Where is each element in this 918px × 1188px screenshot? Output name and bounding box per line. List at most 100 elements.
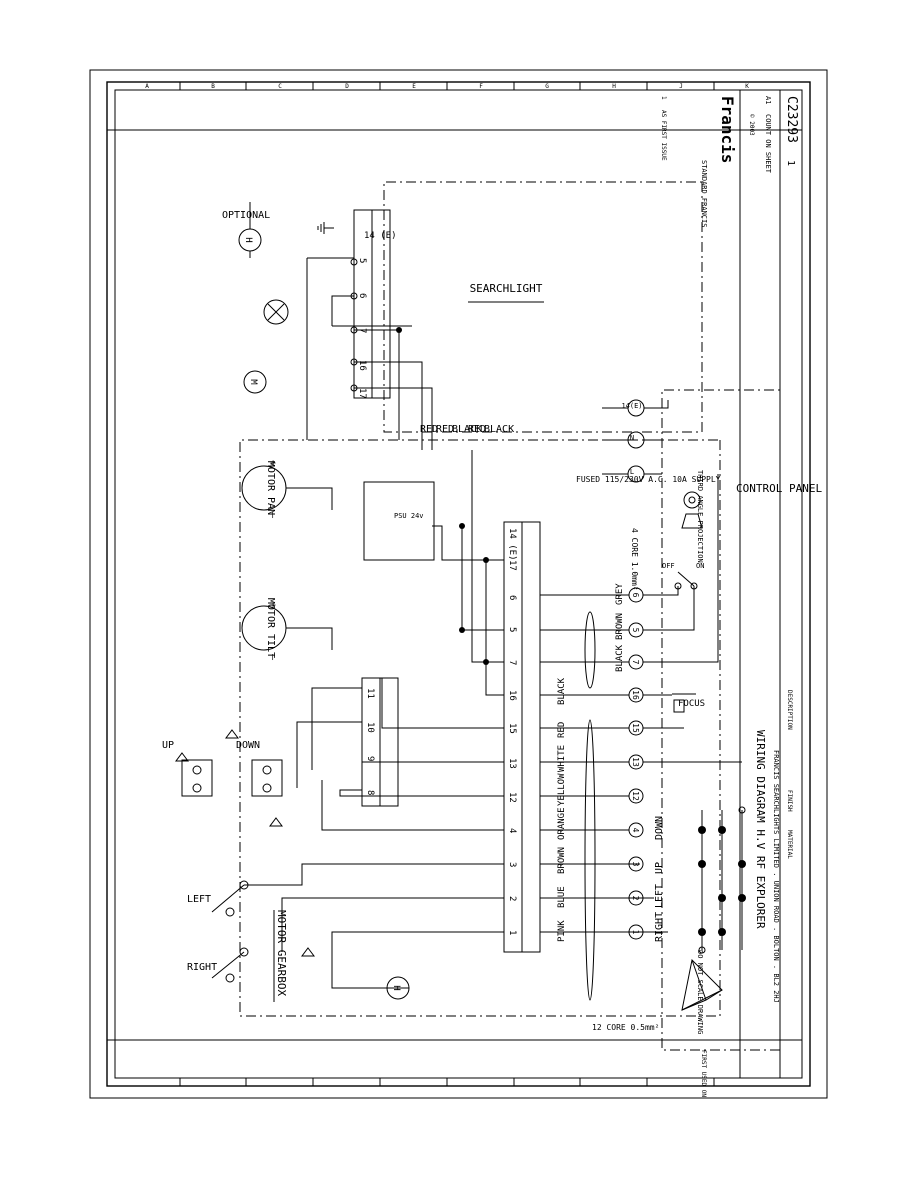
zone-row-label: K xyxy=(745,83,749,90)
zone-row-label: F xyxy=(479,83,483,90)
wire-label: RED xyxy=(436,424,454,435)
control-terminal: 3 xyxy=(631,862,640,867)
searchlight-wire-labels: RED RED BLACK RED BLACK xyxy=(420,424,514,435)
terminal-label: 2 xyxy=(507,896,517,901)
on-off-switch[interactable]: OFF ON xyxy=(662,562,704,590)
standard-label: STANDARD FRANCIS xyxy=(700,160,708,227)
switch-left-label: LEFT xyxy=(187,894,211,905)
company-address: FRANCIS SEARCHLIGHTS LIMITED . UNION ROA… xyxy=(772,750,780,1003)
revision-letter: 1 xyxy=(660,96,667,100)
joystick-icon xyxy=(681,958,723,1011)
zone-row-label: E xyxy=(412,83,416,90)
wire-colour: YELLOW xyxy=(557,773,567,806)
pan-motor: MOTOR PAN + — xyxy=(241,460,287,519)
title-block: WIRING DIAGRAM H.V RF EXPLORER FRANCIS S… xyxy=(660,90,799,1097)
wire-colour: WHITE xyxy=(557,745,567,772)
wire-colour: RED xyxy=(557,722,567,738)
wire-colour: PINK xyxy=(557,920,567,942)
zone-row-label: A xyxy=(145,83,149,90)
terminal-label: 12 xyxy=(507,792,517,803)
minus-sign: — xyxy=(267,654,278,661)
inner-frame xyxy=(114,89,803,1079)
direction-labels: DOWN UP LEFT RIGHT xyxy=(654,816,665,942)
psu-label: PSU 24v xyxy=(394,512,424,520)
sheet-number: 1 xyxy=(785,160,796,166)
control-terminal: 15 xyxy=(631,723,640,733)
terminal-label: 13 xyxy=(507,758,517,769)
wire-colour: BLUE xyxy=(557,886,567,908)
zone-row-label: C xyxy=(278,83,282,90)
terminal-label: 3 xyxy=(507,862,517,867)
wire-label: RED xyxy=(468,424,486,435)
drawing-frame xyxy=(106,81,811,1087)
zone-row-label: D xyxy=(345,83,349,90)
control-terminal: 2 xyxy=(631,896,640,901)
description-label: DESCRIPTION xyxy=(786,690,793,730)
company-logo: Francis xyxy=(718,96,737,163)
searchlight-heater: H xyxy=(238,202,262,258)
searchlight-terminal: 14 (E) xyxy=(364,231,397,241)
motor-gearbox-label: MOTOR GEARBOX xyxy=(275,910,288,996)
main-terminals: 14 (E) 17 6 5 7 16 15 13 12 4 3 2 1 xyxy=(507,528,517,935)
cable-12core-bundle xyxy=(584,719,596,1001)
cable-12core-label: 12 CORE 0.5mm² xyxy=(592,1023,659,1032)
wire-colour: BLACK xyxy=(557,677,567,705)
scale-note: DO NOT SCALE DRAWING xyxy=(696,950,704,1034)
zone-row-label: J xyxy=(679,83,683,90)
projection-label: THIRD ANGLE PROJECTION xyxy=(696,470,704,563)
motor-gearbox-enclosure xyxy=(239,439,721,1017)
count-on-sheet: COUNT ON SHEET xyxy=(764,114,772,174)
focus-button[interactable]: FOCUS xyxy=(672,693,705,713)
wire-colour-labels: GREY BROWN BLACK BLACK RED WHITE YELLOW … xyxy=(557,583,625,942)
searchlight-motor: M xyxy=(243,370,267,394)
relay-terminal: 8 xyxy=(365,790,375,795)
wire-colour: GREY xyxy=(615,583,625,605)
searchlight-enclosure xyxy=(383,181,703,433)
terminal-label: 7 xyxy=(507,660,517,665)
control-terminal: 6 xyxy=(631,593,640,598)
revision-note: AS FIRST ISSUE xyxy=(660,110,667,161)
searchlight-terminal: 7 xyxy=(357,328,367,333)
power-terminals: 14(E) N L xyxy=(621,399,645,483)
switch-left xyxy=(211,880,249,917)
heater-symbol: H xyxy=(243,237,253,242)
terminal-label: 16 xyxy=(507,690,517,701)
switch-down-label: DOWN xyxy=(236,740,260,751)
control-terminal: 12 xyxy=(631,791,640,801)
control-terminal: 5 xyxy=(631,628,640,633)
control-terminals: 6 5 7 16 15 13 12 4 3 2 1 xyxy=(628,587,644,940)
searchlight-terminals: 14 (E) 5 6 7 16 17 xyxy=(357,231,397,399)
searchlight-terminal-strip xyxy=(353,209,391,399)
copyright-notice: © 2003 xyxy=(748,114,755,136)
third-angle-projection-icon xyxy=(681,491,703,529)
relay-terminal: 11 xyxy=(365,688,375,699)
plus-sign: + xyxy=(267,460,278,466)
sheet-size: A1 xyxy=(764,96,772,104)
zone-letters: A B C D E F G H J K xyxy=(145,83,749,90)
diode-icons xyxy=(175,729,315,957)
pan-motor-label: MOTOR PAN xyxy=(265,461,276,515)
drawing-title: WIRING DIAGRAM H.V RF EXPLORER xyxy=(754,730,767,929)
plus-sign: + xyxy=(267,602,278,608)
wire-colour: BROWN xyxy=(557,847,567,874)
direction-label: DOWN xyxy=(654,816,665,840)
terminal-label: 14 (E) xyxy=(507,528,517,561)
focus-label: FOCUS xyxy=(678,699,705,709)
minus-sign: — xyxy=(267,512,278,519)
earth-icon xyxy=(317,222,334,234)
terminal-label: 1 xyxy=(507,930,517,935)
finish-label: FINISH xyxy=(786,790,793,812)
tilt-motor-label: MOTOR TILT xyxy=(265,598,276,658)
control-terminal: 13 xyxy=(631,757,640,767)
wire-colour: ORANGE xyxy=(557,807,567,840)
switch-off-label: OFF xyxy=(662,562,675,570)
switch-down xyxy=(251,759,283,797)
switch-up-label: UP xyxy=(162,740,174,751)
cable-4core-label: 4 CORE 1.0mm² xyxy=(630,528,639,591)
control-panel-label: CONTROL PANEL xyxy=(736,482,822,495)
direction-label: LEFT xyxy=(654,884,665,908)
zone-row-label: G xyxy=(545,83,549,90)
switch-up xyxy=(181,759,213,797)
motor-symbol: M xyxy=(248,379,258,385)
